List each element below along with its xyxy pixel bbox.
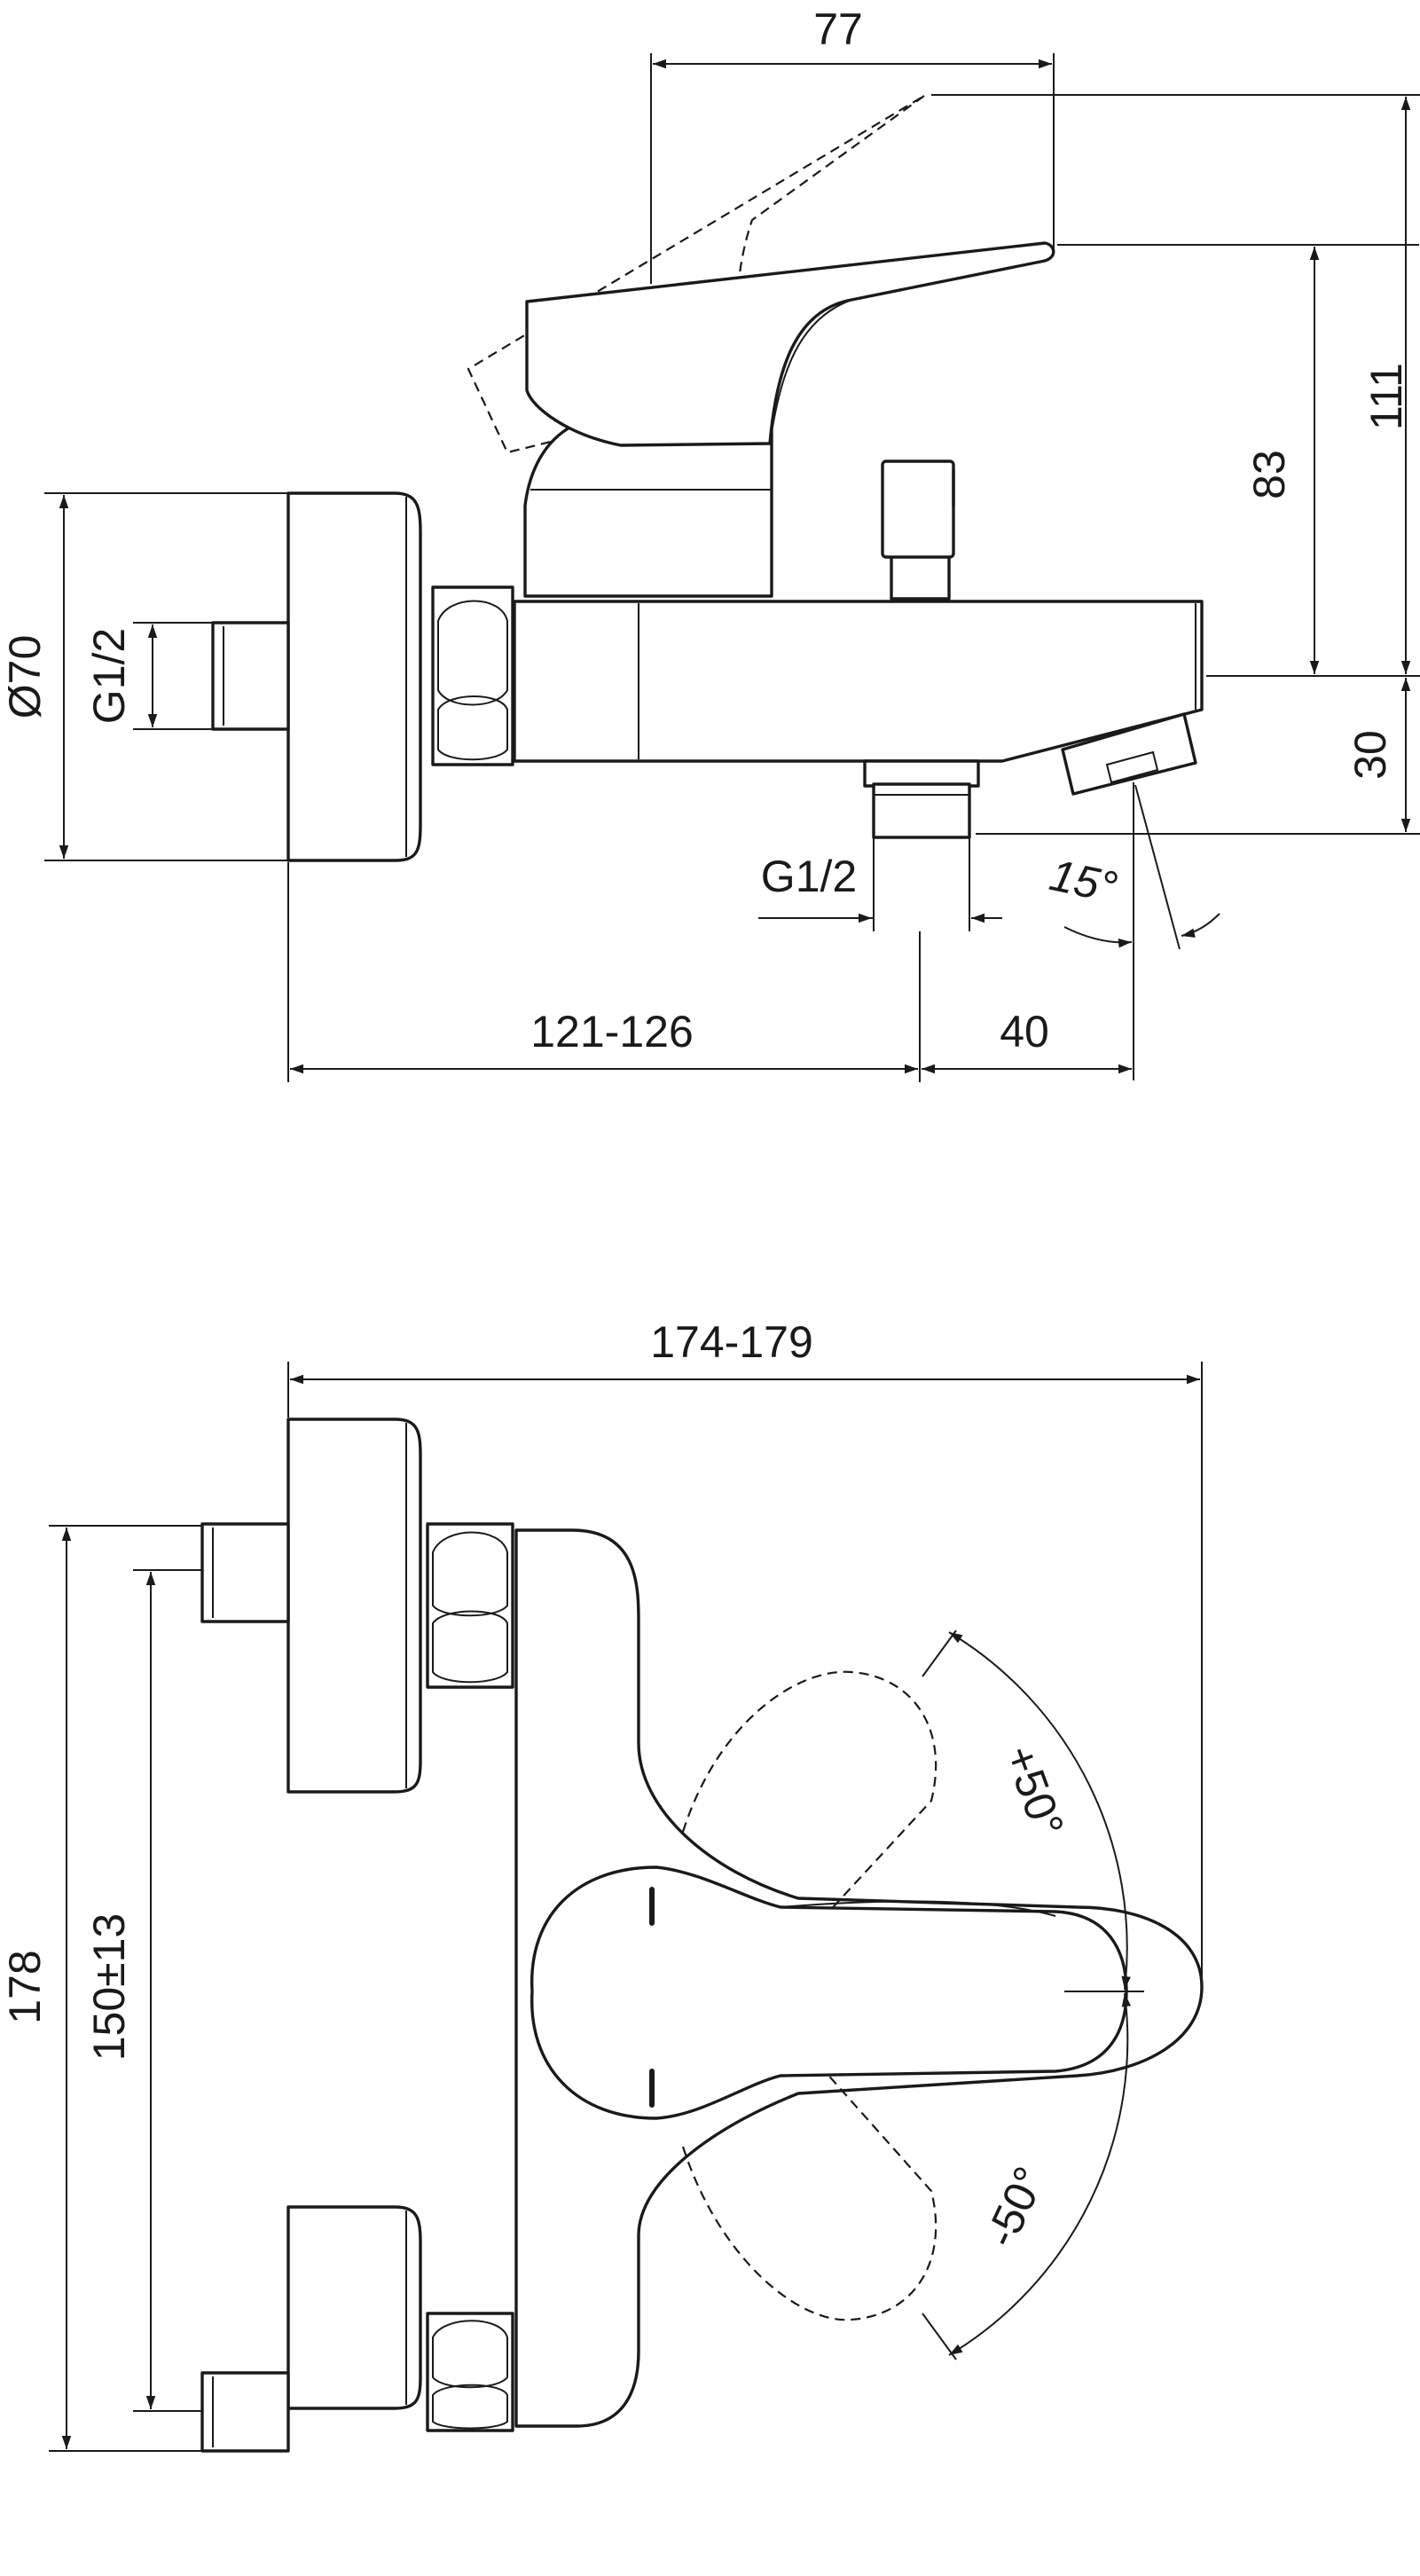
hex-nut-top-upper-facet-2 <box>432 1610 508 1684</box>
arc-spout-angle-right <box>1181 913 1220 938</box>
outlet-connector <box>872 782 971 839</box>
ext-line-spout-angle <box>1134 784 1181 950</box>
dim-label-lever-reach: 77 <box>813 4 863 54</box>
dim-label-rotation-plus: +50° <box>995 1739 1073 1843</box>
dim-label-rosette-diameter: Ø70 <box>0 635 50 719</box>
wall-rosette <box>286 491 422 862</box>
diverter-knob <box>881 459 955 559</box>
dim-label-spout-angle: 15° <box>1046 850 1122 912</box>
lever-handle <box>525 241 1055 447</box>
outlet-connector-top <box>863 759 980 788</box>
lever-alt-position-plus50 <box>681 1670 938 1917</box>
hex-nut-top-lower <box>426 2312 514 2432</box>
lever-alt-position-minus50 <box>681 2070 938 2321</box>
dim-label-outlet-to-spout: 40 <box>1000 1007 1049 1056</box>
spout-aerator <box>1061 712 1197 796</box>
dim-label-outlet-thread: G1/2 <box>761 852 857 901</box>
inlet-pipe-top-lower <box>200 2371 290 2453</box>
ext-line-rotation-plus <box>922 1630 957 1677</box>
inlet-pipe <box>211 621 290 731</box>
dim-label-total-length: 178 <box>0 1950 50 2023</box>
dim-label-body-height: 30 <box>1345 730 1395 780</box>
dim-label-inlet-spacing: 150±13 <box>84 1913 134 2061</box>
dim-label-inlet-thread: G1/2 <box>84 628 134 724</box>
lever-handle-front-curve <box>769 299 852 444</box>
inlet-pipe-top-upper <box>200 1522 290 1623</box>
top-view: 174-179 178 150±13 +50° -50° <box>0 1317 1204 2453</box>
side-view: 77 111 83 30 Ø70 G1/2 G1/2 <box>0 4 1420 1082</box>
wall-rosette-top-upper <box>286 1418 422 1794</box>
spout-aerator-inner <box>1105 750 1159 784</box>
dim-label-total-height: 111 <box>1361 363 1411 430</box>
dim-label-total-width: 174-179 <box>650 1317 813 1367</box>
dim-label-wall-to-outlet: 121-126 <box>530 1007 694 1056</box>
hex-nut-facet-bottom <box>437 695 508 761</box>
ext-line-rotation-minus <box>922 2313 957 2360</box>
hex-nut-top-upper <box>426 1522 514 1689</box>
arc-spout-angle-left <box>1063 926 1133 948</box>
diverter-knob-stem <box>890 553 951 601</box>
dim-label-rotation-minus: -50° <box>976 2159 1055 2254</box>
hex-nut-top-lower-facet-2 <box>432 2384 508 2430</box>
mixer-body <box>513 600 1204 763</box>
hex-nut-top-lower-facet <box>432 2320 508 2389</box>
hex-nut <box>431 585 514 766</box>
wall-rosette-top-lower <box>286 2205 422 2410</box>
arc-rotation-plus <box>948 1631 1131 1991</box>
hex-nut-facet-top <box>437 600 508 706</box>
dim-label-lever-height: 83 <box>1244 450 1294 499</box>
arc-rotation-minus <box>948 1992 1132 2356</box>
